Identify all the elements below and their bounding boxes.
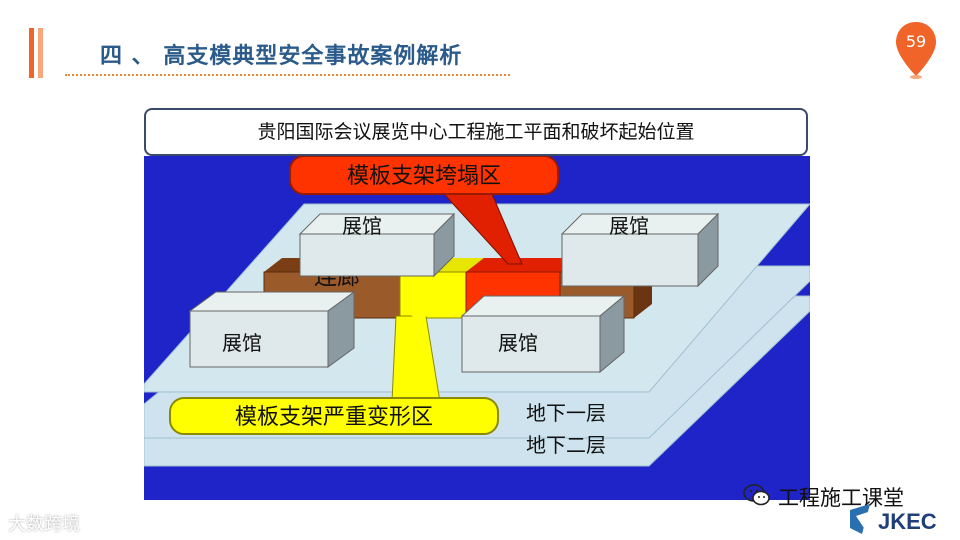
accent-bar-right: [38, 28, 43, 78]
jkec-logo: JKEC: [850, 504, 937, 534]
pavilion-back-right: [560, 212, 720, 288]
pavilion-label: 展馆: [222, 331, 262, 355]
pavilion-label: 展馆: [498, 331, 538, 355]
watermark-left: 大数跨境: [8, 514, 80, 535]
pavilion-front-right: [460, 294, 626, 374]
pavilion-back-left: [298, 212, 456, 278]
deformation-zone-label: 模板支架严重变形区: [235, 405, 433, 430]
collapse-zone-label: 模板支架垮塌区: [347, 164, 501, 189]
deformation-callout: [169, 312, 499, 435]
logo-text: JKEC: [878, 509, 937, 534]
deformation-zone: [399, 271, 467, 319]
page-number: 59: [905, 32, 927, 51]
diagram-caption: 贵阳国际会议展览中心工程施工平面和破坏起始位置: [144, 108, 808, 156]
basement-one-label: 地下一层: [526, 401, 606, 425]
site-plan-diagram: 连廊 展馆 展馆 展馆 展馆 模板支架垮塌区 模板支架严重变形区 地下一层: [144, 156, 810, 500]
basement-two-label: 地下二层: [526, 433, 606, 457]
wechat-icon: [743, 484, 770, 506]
title-underline: [65, 74, 510, 76]
page-title: 四 、 高支模典型安全事故案例解析: [100, 44, 463, 69]
pavilion-front-left: [188, 291, 356, 368]
location-pin-icon: [896, 22, 936, 79]
watermark-right: 工程施工课堂: [778, 486, 904, 510]
pavilion-label: 展馆: [609, 214, 649, 238]
accent-bar-left: [29, 28, 34, 78]
pavilion-label: 展馆: [342, 214, 382, 238]
collapse-callout: [289, 156, 559, 265]
